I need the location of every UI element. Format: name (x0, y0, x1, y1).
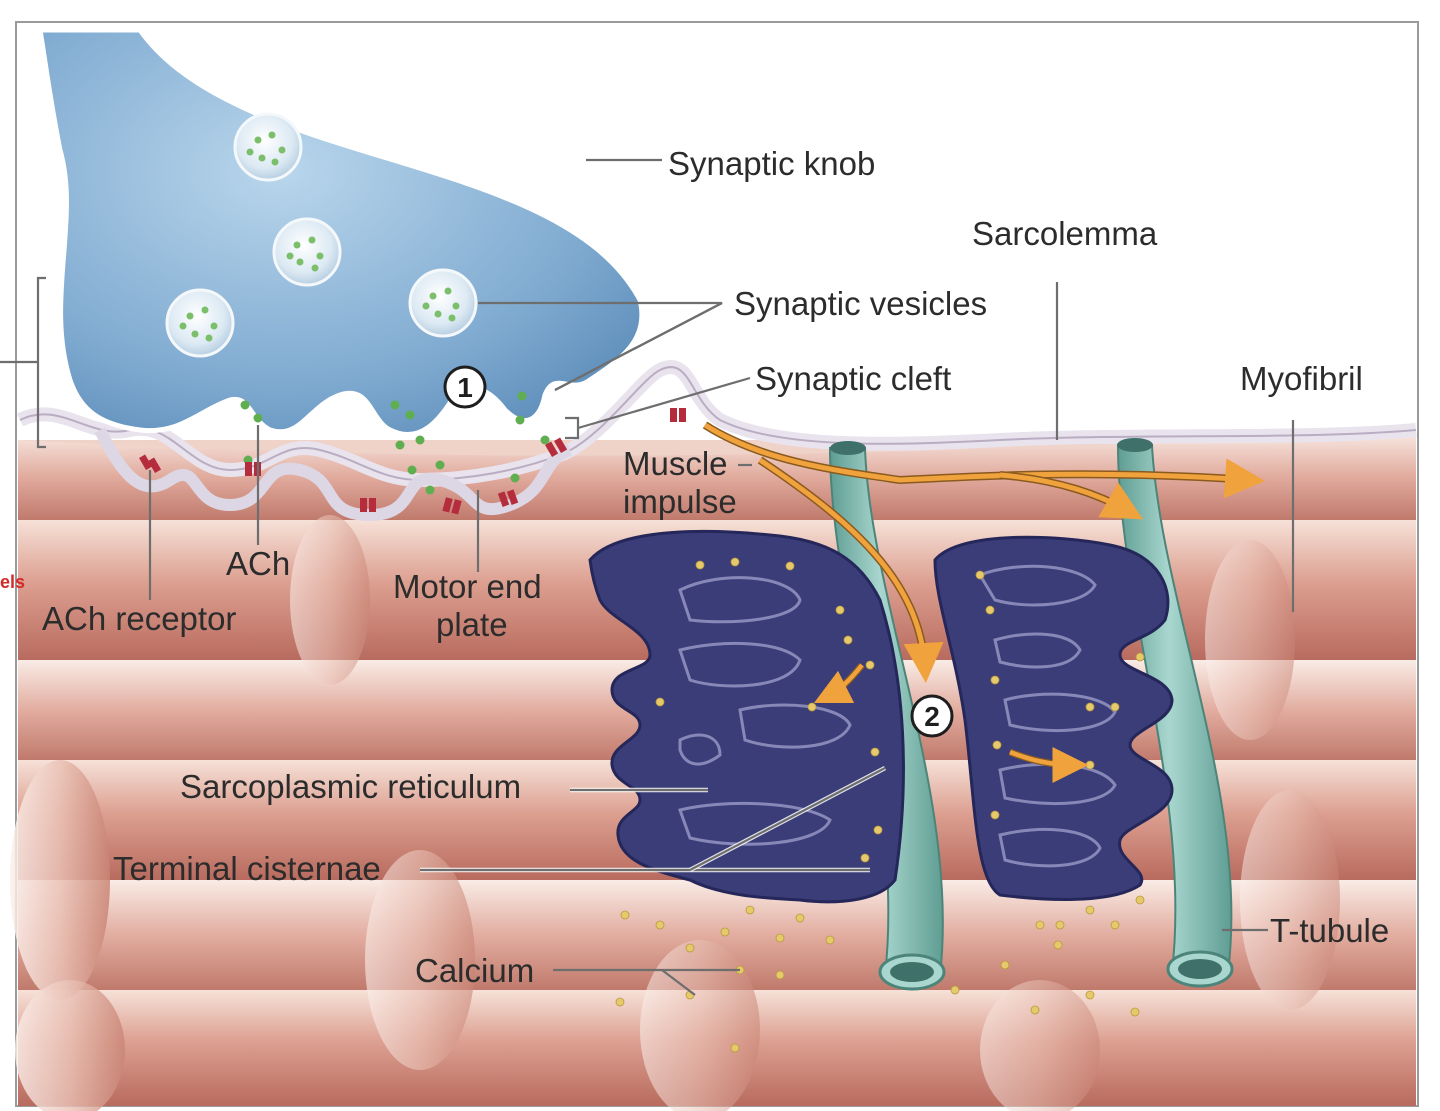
leader-lines (0, 158, 1295, 996)
label-synaptic-cleft: Synaptic cleft (755, 360, 951, 397)
label-t-tubule: T-tubule (1270, 912, 1389, 949)
ach-molecules-in-vesicles (179, 131, 460, 342)
label-synaptic-knob: Synaptic knob (668, 145, 875, 182)
svg-text:1: 1 (457, 372, 473, 403)
junctional-folds (94, 427, 573, 522)
label-motor-end-plate-2: plate (436, 606, 508, 643)
sarcoplasmic-reticulum (588, 529, 1174, 904)
calcium-ions (615, 557, 1145, 1053)
label-synaptic-vesicles: Synaptic vesicles (734, 285, 987, 322)
svg-text:2: 2 (924, 701, 940, 732)
step-marker-1: 1 (443, 365, 487, 409)
label-cutoff-left: els (0, 572, 25, 592)
muscle-impulse-arrows (702, 421, 1265, 783)
label-ach-receptor: ACh receptor (42, 600, 236, 637)
label-muscle-impulse-2: impulse (623, 483, 737, 520)
label-ach: ACh (226, 545, 290, 582)
label-myofibril: Myofibril (1240, 360, 1363, 397)
label-motor-end-plate-1: Motor end (393, 568, 542, 605)
label-muscle-impulse-1: Muscle (623, 445, 728, 482)
step-marker-2: 2 (910, 694, 954, 738)
label-sarcolemma: Sarcolemma (972, 215, 1158, 252)
label-calcium: Calcium (415, 952, 534, 989)
label-sarcoplasmic-reticulum: Sarcoplasmic reticulum (180, 768, 521, 805)
synaptic-vesicles (165, 112, 478, 358)
synaptic-knob (37, 27, 645, 495)
label-terminal-cisternae: Terminal cisternae (113, 850, 381, 887)
